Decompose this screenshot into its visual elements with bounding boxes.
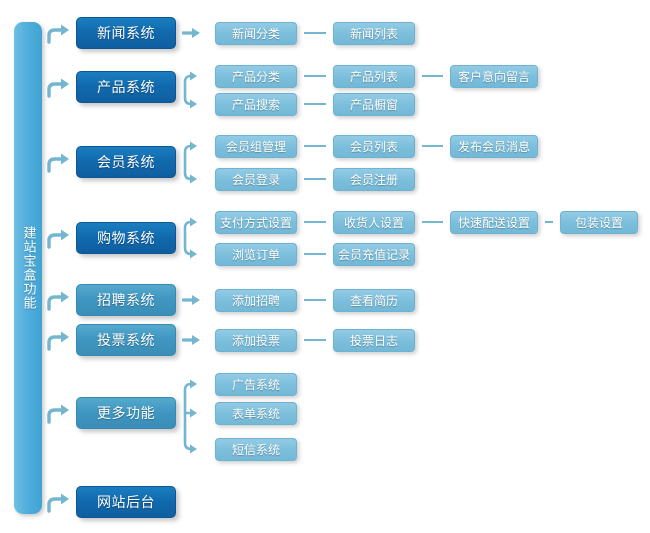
node-member-0-1[interactable]: 会员列表 [333, 134, 415, 158]
system-box-more[interactable]: 更多功能 [76, 397, 176, 429]
system-box-shopping[interactable]: 购物系统 [76, 222, 176, 254]
elbow-arrow-icon [47, 24, 69, 44]
dash-connector-icon [304, 145, 326, 147]
elbow-arrow-icon [47, 78, 69, 98]
dash-connector-icon [304, 103, 326, 105]
system-box-admin[interactable]: 网站后台 [76, 486, 176, 518]
node-shopping-0-1[interactable]: 收货人设置 [333, 210, 415, 234]
dash-connector-icon [304, 75, 326, 77]
node-shopping-0-2[interactable]: 快速配送设置 [450, 210, 538, 234]
straight-arrow-icon [182, 335, 200, 345]
system-box-news[interactable]: 新闻系统 [76, 17, 176, 49]
bracket-two-branch-icon-shopping [183, 217, 197, 259]
node-product-0-2[interactable]: 客户意向留言 [450, 64, 538, 88]
node-product-0-1[interactable]: 产品列表 [333, 64, 415, 88]
elbow-arrow-icon [47, 404, 69, 424]
node-product-0-0[interactable]: 产品分类 [215, 64, 297, 88]
dash-connector-icon [304, 253, 326, 255]
node-shopping-0-0[interactable]: 支付方式设置 [215, 210, 297, 234]
elbow-arrow-icon [47, 229, 69, 249]
node-more-0-0[interactable]: 广告系统 [215, 372, 297, 396]
system-box-recruit[interactable]: 招聘系统 [76, 284, 176, 316]
bracket-three-branch-icon-more [183, 379, 197, 454]
system-box-member[interactable]: 会员系统 [76, 146, 176, 178]
dash-connector-icon [304, 178, 326, 180]
bracket-two-branch-icon-member [183, 141, 197, 184]
system-box-product[interactable]: 产品系统 [76, 71, 176, 103]
dash-connector-icon [304, 299, 326, 301]
node-vote-0-0[interactable]: 添加投票 [215, 328, 297, 352]
straight-arrow-icon [182, 28, 200, 38]
elbow-arrow-icon [47, 291, 69, 311]
node-news-0-1[interactable]: 新闻列表 [333, 21, 415, 45]
root-spine-bar: 建站宝盒功能 [14, 22, 42, 514]
dash-connector-icon [422, 75, 443, 77]
node-shopping-0-3[interactable]: 包装设置 [560, 210, 638, 234]
node-member-1-0[interactable]: 会员登录 [215, 167, 297, 191]
node-news-0-0[interactable]: 新闻分类 [215, 21, 297, 45]
elbow-arrow-icon [47, 331, 69, 351]
node-more-1-0[interactable]: 表单系统 [215, 401, 297, 425]
node-recruit-0-1[interactable]: 查看简历 [333, 288, 415, 312]
dash-connector-icon [422, 221, 443, 223]
node-product-1-1[interactable]: 产品橱窗 [333, 92, 415, 116]
bracket-two-branch-icon-product [183, 71, 197, 109]
dash-connector-icon [422, 145, 443, 147]
node-vote-0-1[interactable]: 投票日志 [333, 328, 415, 352]
root-spine-label: 建站宝盒功能 [20, 226, 36, 310]
node-member-0-0[interactable]: 会员组管理 [215, 134, 297, 158]
dash-connector-icon [304, 221, 326, 223]
node-more-2-0[interactable]: 短信系统 [215, 437, 297, 461]
elbow-arrow-icon [47, 153, 69, 173]
node-product-1-0[interactable]: 产品搜索 [215, 92, 297, 116]
system-box-vote[interactable]: 投票系统 [76, 324, 176, 356]
node-recruit-0-0[interactable]: 添加招聘 [215, 288, 297, 312]
node-member-1-1[interactable]: 会员注册 [333, 167, 415, 191]
elbow-arrow-icon [47, 493, 69, 513]
node-shopping-1-0[interactable]: 浏览订单 [215, 242, 297, 266]
node-member-0-2[interactable]: 发布会员消息 [450, 134, 538, 158]
dash-connector-icon [545, 221, 553, 223]
node-shopping-1-1[interactable]: 会员充值记录 [333, 242, 415, 266]
dash-connector-icon [304, 339, 326, 341]
dash-connector-icon [304, 32, 326, 34]
straight-arrow-icon [182, 295, 200, 305]
